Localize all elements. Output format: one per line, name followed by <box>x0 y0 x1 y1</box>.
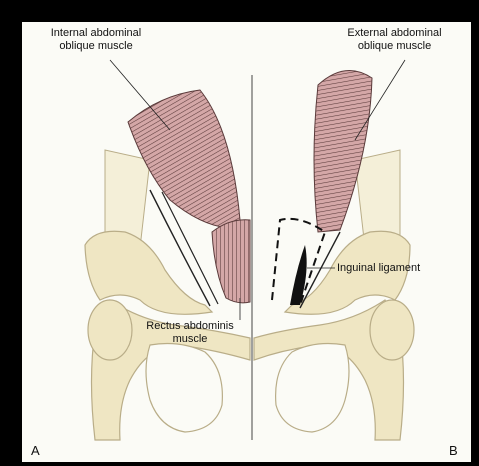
external-oblique-text: External abdominal oblique muscle <box>347 27 441 52</box>
obturator-foramen-right <box>276 344 349 432</box>
rectus-abdominis-muscle <box>212 220 250 303</box>
panel-label-a: A <box>31 443 40 458</box>
femoral-head-right <box>370 300 414 360</box>
inguinal-ligament-shape <box>290 245 307 305</box>
rectus-abdominis-text: Rectus abdominis muscle <box>146 320 233 345</box>
inguinal-ligament-label: Inguinal ligament <box>337 262 420 275</box>
inguinal-ligament-text: Inguinal ligament <box>337 262 420 274</box>
panel-label-b: B <box>449 443 458 458</box>
internal-oblique-label: Internal abdominal oblique muscle <box>30 27 162 53</box>
internal-oblique-text: Internal abdominal oblique muscle <box>51 27 142 52</box>
rectus-abdominis-label: Rectus abdominis muscle <box>126 320 254 346</box>
obturator-foramen-left <box>146 344 222 432</box>
external-oblique-label: External abdominal oblique muscle <box>322 27 467 53</box>
